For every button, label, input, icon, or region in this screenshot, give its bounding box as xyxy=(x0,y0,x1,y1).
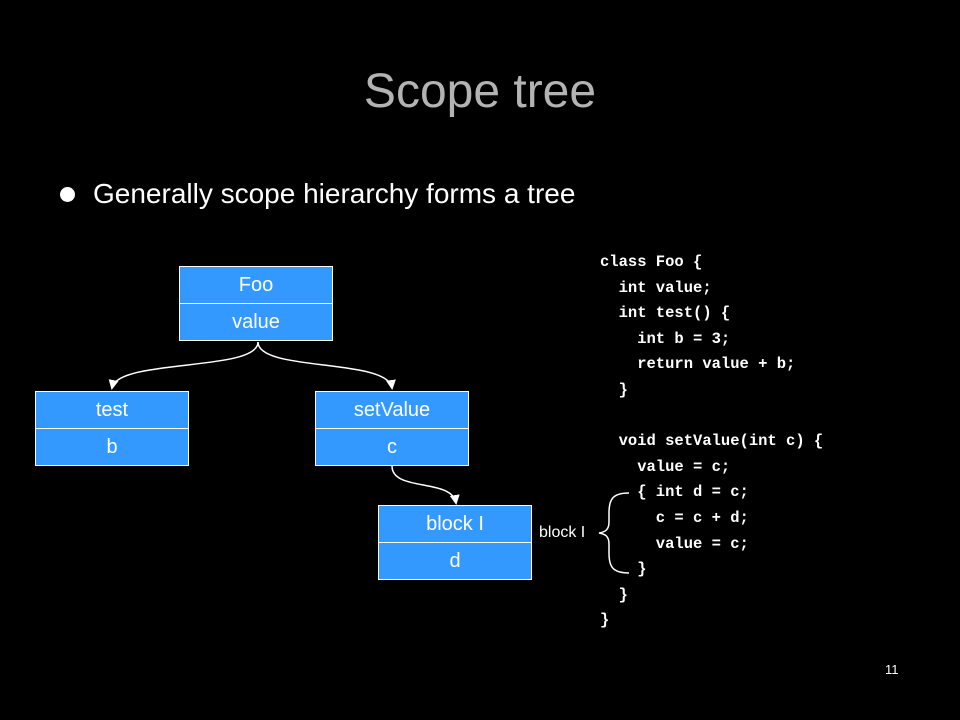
code-line: value = c; xyxy=(600,534,749,553)
scope-name: test xyxy=(36,392,188,429)
bullet-icon xyxy=(60,186,75,202)
slide-title: Scope tree xyxy=(363,65,597,118)
code-listing: class Foo { int value; int test() { int … xyxy=(600,250,823,634)
block-label: block I xyxy=(539,524,586,541)
code-line: } xyxy=(600,585,628,604)
scope-node-foo: Foo value xyxy=(179,266,333,341)
scope-name: block I xyxy=(379,506,531,543)
page-number: 11 xyxy=(885,662,899,677)
bullet-item: Generally scope hierarchy forms a tree xyxy=(60,174,575,214)
scope-variable: c xyxy=(387,435,397,458)
block-brace-icon xyxy=(598,492,630,574)
code-line: void setValue(int c) { xyxy=(600,432,824,451)
scope-name: setValue xyxy=(316,392,468,429)
code-line: } xyxy=(600,611,610,630)
code-line: } xyxy=(600,560,647,579)
code-line: class Foo { xyxy=(600,253,703,271)
edge-foo-to-test xyxy=(108,341,259,390)
code-line xyxy=(600,404,823,430)
edge-setvalue-to-block xyxy=(391,465,460,505)
code-line: int value; xyxy=(600,278,712,297)
scope-node-block: block I d xyxy=(378,505,532,580)
edge-foo-to-setvalue xyxy=(257,341,396,390)
code-line: } xyxy=(600,380,628,399)
scope-variable: value xyxy=(232,310,280,333)
code-line: c = c + d; xyxy=(600,508,749,527)
scope-variable: d xyxy=(449,549,461,572)
scope-node-test: test b xyxy=(35,391,189,466)
bullet-text: Generally scope hierarchy forms a tree xyxy=(93,178,576,209)
scope-variable: b xyxy=(106,435,118,458)
code-line: value = c; xyxy=(600,457,731,476)
code-line: return value + b; xyxy=(600,355,796,374)
scope-node-setvalue: setValue c xyxy=(315,391,469,466)
code-line: int b = 3; xyxy=(600,329,731,348)
scope-name: Foo xyxy=(180,267,332,304)
code-line: { int d = c; xyxy=(600,483,749,502)
code-line: int test() { xyxy=(600,304,731,323)
